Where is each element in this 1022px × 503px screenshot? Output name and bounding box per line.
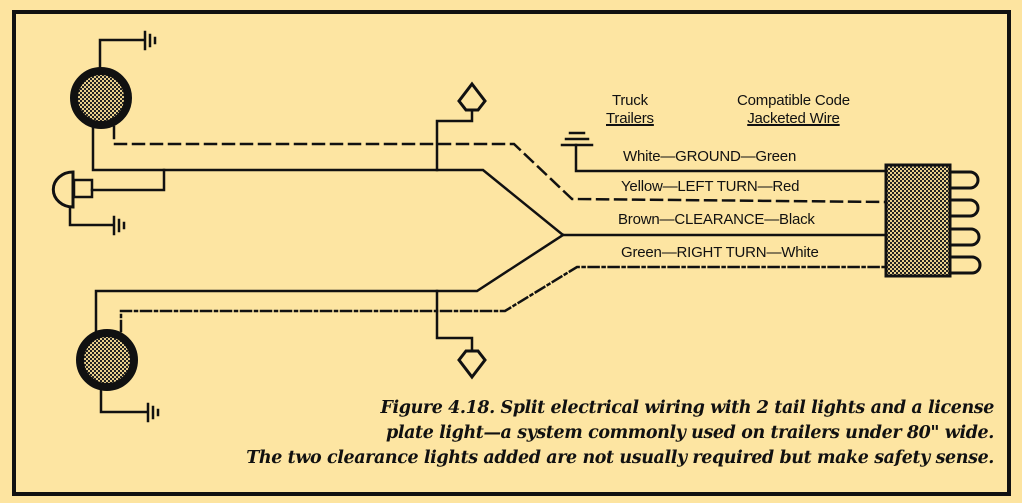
upper-tail-light-ground-wire (98, 38, 145, 70)
figure-caption: Figure 4.18. Split electrical wiring wit… (246, 396, 994, 471)
caption-line1: Figure 4.18. Split electrical wiring wit… (380, 398, 994, 418)
ground-icon (112, 215, 126, 236)
wire-label-clearance: Brown—CLEARANCE—Black (618, 211, 815, 228)
ground-icon (143, 30, 157, 51)
trailer-connector (884, 163, 982, 278)
truck-header-line2: Trailers (606, 110, 654, 127)
figure-frame (12, 10, 1011, 496)
truck-trailers-header: Truck Trailers (606, 92, 654, 128)
license-plate-light (51, 168, 166, 227)
truck-ground-icon (560, 131, 888, 173)
code-header-line2: Jacketed Wire (747, 110, 840, 127)
compatible-code-header: Compatible Code Jacketed Wire (737, 92, 850, 128)
lower-right-turn-wire (119, 265, 888, 333)
upper-main-wire (91, 125, 888, 237)
ground-icon (146, 402, 160, 423)
lower-main-wire (94, 233, 565, 333)
caption-line3: The two clearance lights added are not u… (246, 448, 994, 468)
upper-clearance-light (435, 81, 487, 172)
wire-label-right-turn: Green—RIGHT TURN—White (621, 244, 819, 261)
upper-tail-light (70, 67, 132, 129)
upper-left-turn-wire (112, 125, 888, 204)
truck-header-line1: Truck (611, 92, 648, 109)
connector-pin (948, 227, 981, 247)
caption-line2: plate light—a system commonly used on tr… (385, 423, 994, 443)
wire-label-left-turn: Yellow—LEFT TURN—Red (621, 178, 800, 195)
code-header-line1: Compatible Code (737, 92, 850, 109)
lower-tail-light (76, 329, 148, 414)
wire-label-ground: White—GROUND—Green (623, 148, 797, 165)
lower-clearance-light (435, 289, 487, 380)
connector-pin (948, 198, 980, 218)
connector-pin (948, 170, 980, 190)
connector-pin (948, 255, 982, 275)
